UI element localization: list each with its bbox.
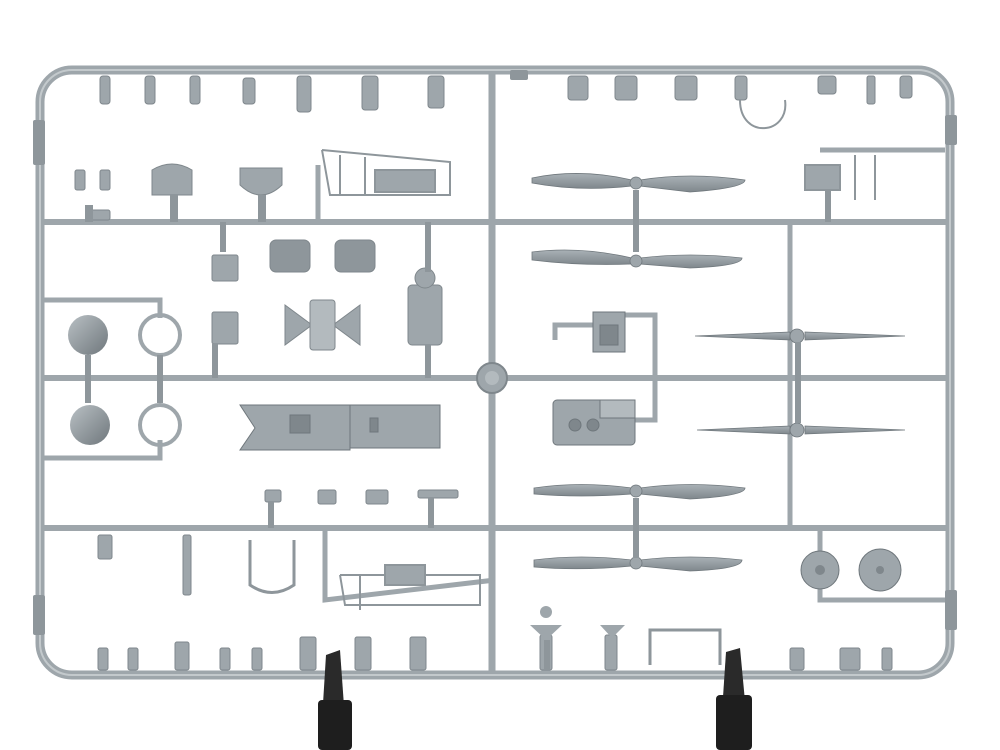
narrow-propeller-parts — [694, 328, 906, 438]
bracket-box-part — [592, 311, 626, 353]
upper-right-frame-part — [804, 155, 876, 200]
stand-clips — [318, 648, 752, 750]
upper-left-parts — [74, 163, 376, 282]
engine-block-part — [552, 399, 636, 446]
cockpit-frame-lower — [339, 564, 481, 610]
cockpit-frame-upper — [321, 149, 451, 196]
sprue-frame-highlight — [39, 69, 951, 676]
floor-panel — [239, 404, 441, 451]
frame-tabs — [33, 70, 957, 635]
wire-part — [739, 99, 787, 130]
lower-left-parts — [97, 489, 459, 596]
u-bend-part — [248, 540, 296, 594]
top-row-small-parts — [99, 75, 913, 113]
propeller-parts — [531, 173, 746, 572]
bracket-part — [648, 628, 722, 665]
middle-left-parts — [211, 267, 443, 351]
sphere-parts — [68, 315, 110, 445]
wheel-parts — [800, 548, 902, 592]
attachment-gates — [85, 190, 831, 670]
funnel-parts — [530, 606, 625, 640]
